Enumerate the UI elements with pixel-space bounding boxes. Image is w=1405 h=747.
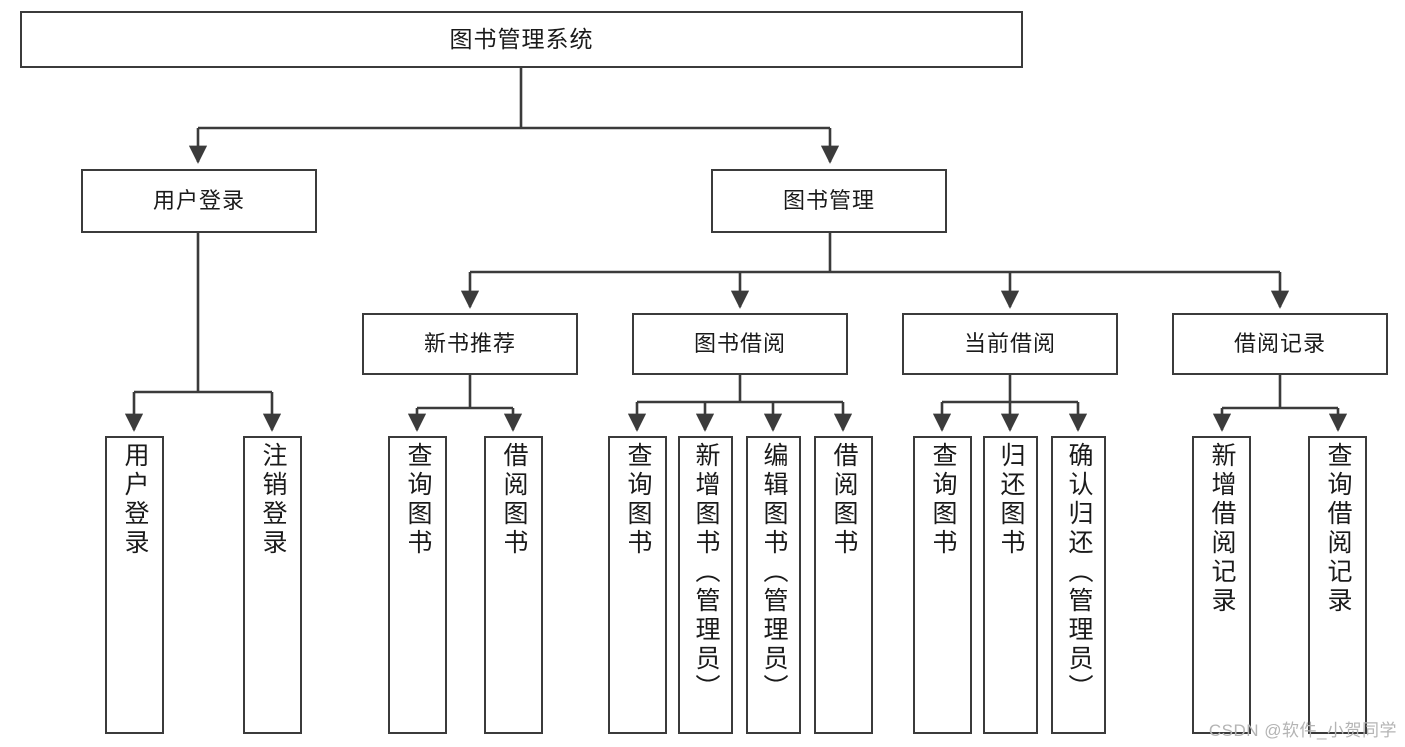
leaf-record-query-record[interactable]: 查询借阅记录: [1308, 436, 1367, 734]
node-label: 新增图书（管理员）: [692, 442, 720, 703]
leaf-borrow-query-book[interactable]: 查询图书: [608, 436, 667, 734]
node-label: 查询图书: [624, 442, 652, 558]
leaf-record-add-record[interactable]: 新增借阅记录: [1192, 436, 1251, 734]
node-label: 查询借阅记录: [1324, 442, 1352, 616]
leaf-user-logout[interactable]: 注销登录: [243, 436, 302, 734]
node-label: 借阅记录: [1233, 330, 1326, 356]
leaf-user-login[interactable]: 用户登录: [105, 436, 164, 734]
node-label: 图书管理: [782, 187, 875, 213]
node-book-management[interactable]: 图书管理: [711, 169, 947, 233]
node-label: 用户登录: [152, 187, 245, 213]
node-label: 查询图书: [929, 442, 957, 558]
node-root-system[interactable]: 图书管理系统: [20, 11, 1023, 68]
csdn-watermark: CSDN @软件_小贺同学: [1208, 721, 1397, 740]
node-label: 归还图书: [997, 442, 1025, 558]
node-new-book-recommend[interactable]: 新书推荐: [362, 313, 578, 375]
node-label: 当前借阅: [963, 330, 1056, 356]
node-label: 借阅图书: [500, 442, 528, 558]
node-label: 确认归还（管理员）: [1065, 442, 1093, 703]
node-label: 新书推荐: [423, 330, 516, 356]
leaf-borrow-edit-book-admin[interactable]: 编辑图书（管理员）: [746, 436, 801, 734]
leaf-recommend-query-book[interactable]: 查询图书: [388, 436, 447, 734]
leaf-current-confirm-return-admin[interactable]: 确认归还（管理员）: [1051, 436, 1106, 734]
node-borrow-record[interactable]: 借阅记录: [1172, 313, 1388, 375]
leaf-borrow-add-book-admin[interactable]: 新增图书（管理员）: [678, 436, 733, 734]
node-label: 借阅图书: [830, 442, 858, 558]
leaf-borrow-borrow-book[interactable]: 借阅图书: [814, 436, 873, 734]
leaf-current-query-book[interactable]: 查询图书: [913, 436, 972, 734]
node-label: 用户登录: [121, 442, 149, 558]
leaf-current-return-book[interactable]: 归还图书: [983, 436, 1038, 734]
node-user-login[interactable]: 用户登录: [81, 169, 317, 233]
node-label: 新增借阅记录: [1208, 442, 1236, 616]
node-label: 查询图书: [404, 442, 432, 558]
node-label: 图书管理系统: [449, 25, 594, 52]
node-label: 编辑图书（管理员）: [760, 442, 788, 703]
node-book-borrow[interactable]: 图书借阅: [632, 313, 848, 375]
node-label: 图书借阅: [693, 330, 786, 356]
leaf-recommend-borrow-book[interactable]: 借阅图书: [484, 436, 543, 734]
node-current-borrow[interactable]: 当前借阅: [902, 313, 1118, 375]
node-label: 注销登录: [259, 442, 287, 558]
